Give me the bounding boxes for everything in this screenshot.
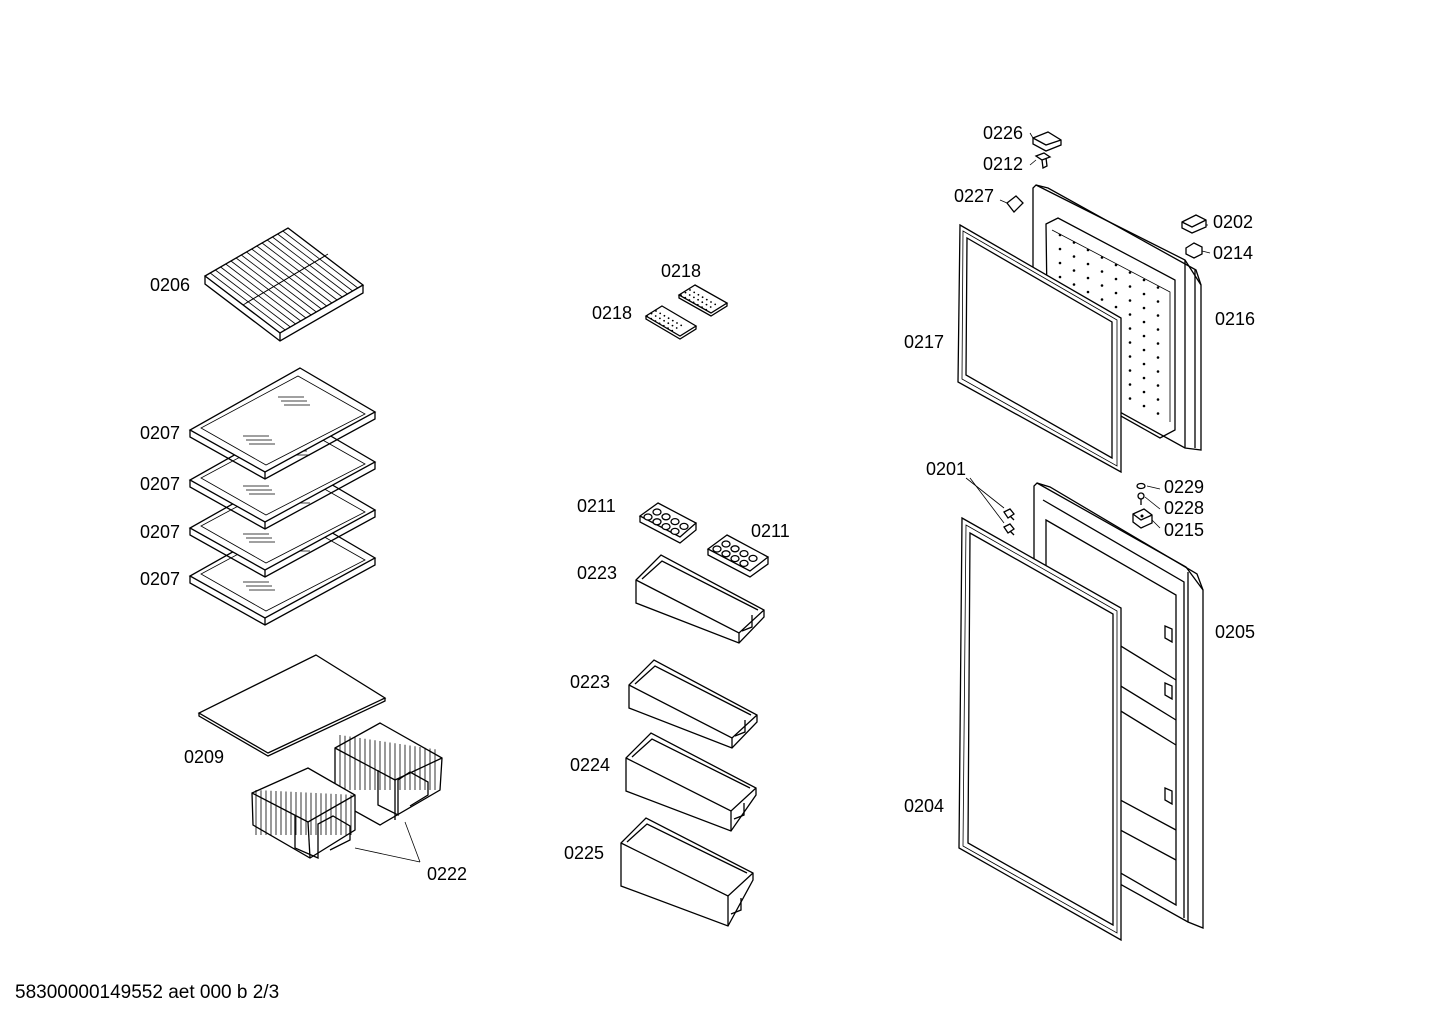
label-0218-1: 0218	[661, 261, 701, 281]
hinge-block-0215	[1132, 508, 1153, 529]
label-0228: 0228	[1164, 498, 1204, 518]
label-0201: 0201	[926, 459, 966, 479]
label-0226: 0226	[983, 123, 1023, 143]
label-0206: 0206	[150, 275, 190, 295]
label-0227: 0227	[954, 186, 994, 206]
plug-0227	[1006, 195, 1024, 213]
label-0216: 0216	[1215, 309, 1255, 329]
fridge-gasket-0204	[958, 516, 1122, 942]
label-0211-2: 0211	[751, 521, 790, 541]
hinge-pin-0212	[1034, 152, 1052, 169]
freezer-gasket-0217	[957, 223, 1122, 474]
wire-shelf-0206	[203, 227, 365, 342]
label-0212: 0212	[983, 154, 1023, 174]
hinge-cap-0202	[1181, 214, 1207, 234]
label-0204: 0204	[904, 796, 944, 816]
label-0207-1: 0207	[140, 423, 180, 443]
bracket-0214	[1185, 242, 1203, 259]
label-0223-1: 0223	[577, 563, 617, 583]
egg-trays-0211	[638, 502, 770, 578]
washer-0229	[1136, 482, 1146, 490]
label-0205: 0205	[1215, 622, 1255, 642]
screws-0201	[965, 477, 1015, 536]
label-0222: 0222	[427, 864, 467, 884]
label-0218-2: 0218	[592, 303, 632, 323]
label-0223-2: 0223	[570, 672, 610, 692]
label-0211-1: 0211	[577, 496, 616, 516]
crisper-drawers-0222	[251, 722, 443, 863]
label-0209: 0209	[184, 747, 224, 767]
glass-shelves-0207	[188, 367, 377, 626]
label-0207-4: 0207	[140, 569, 180, 589]
label-0202: 0202	[1213, 212, 1253, 232]
label-0225: 0225	[564, 843, 604, 863]
door-bins-0223-0224-0225	[620, 554, 765, 927]
label-0207-2: 0207	[140, 474, 180, 494]
label-0224: 0224	[570, 755, 610, 775]
cover-plate-0209	[197, 654, 387, 757]
label-0214: 0214	[1213, 243, 1253, 263]
label-0229: 0229	[1164, 477, 1204, 497]
label-0215: 0215	[1164, 520, 1204, 540]
label-0207-3: 0207	[140, 522, 180, 542]
drawing-reference-code: 58300000149552 aet 000 b 2/3	[15, 982, 279, 1003]
screw-0228	[1137, 492, 1145, 505]
label-0217: 0217	[904, 332, 944, 352]
hinge-cover-0226	[1032, 131, 1062, 152]
ice-trays-0218	[644, 284, 729, 340]
